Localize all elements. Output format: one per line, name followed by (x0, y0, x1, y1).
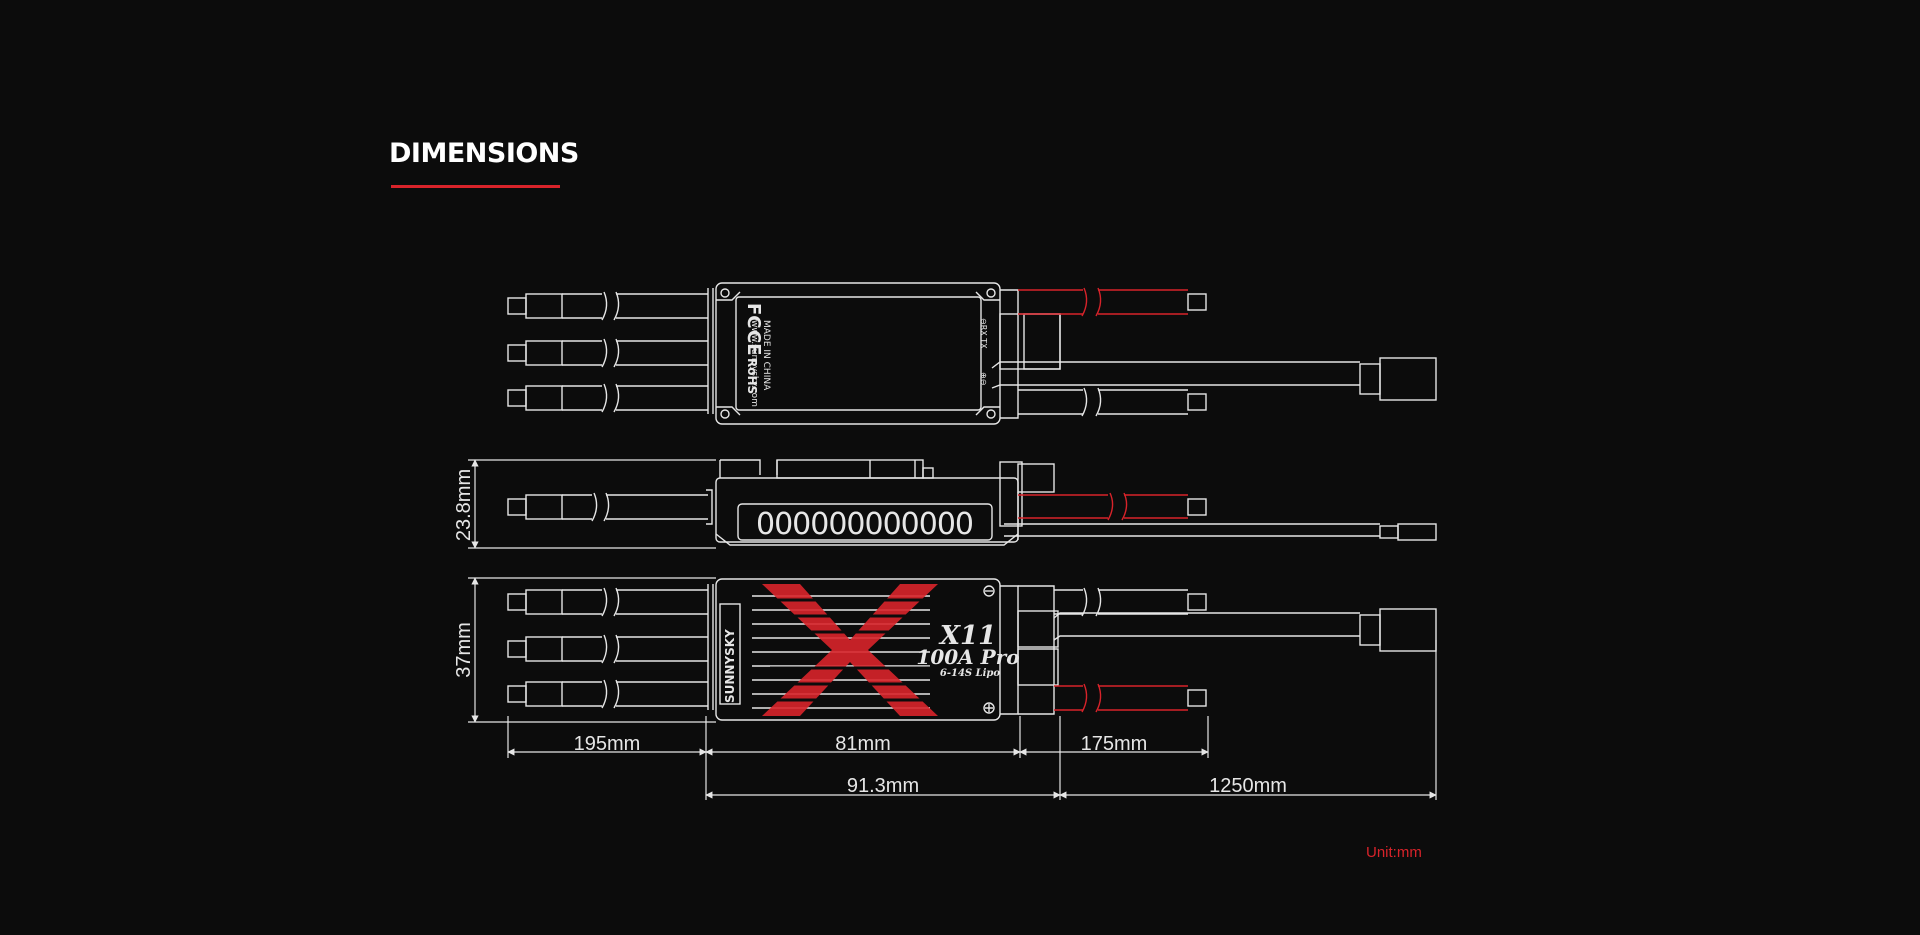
made-in-text: MADE IN CHINA (761, 320, 771, 391)
top-battery-wire-black (1018, 387, 1207, 417)
dim-body-length-label: 81mm (835, 733, 891, 755)
dimension-lines (468, 459, 1437, 800)
red-x-emblem (762, 584, 938, 716)
model-line-3: 6-14S Lipo (940, 668, 1001, 679)
website-text: www.sunnysky.com (749, 320, 759, 407)
top-motor-wires (507, 288, 714, 414)
brand-text: SUNNYSKY (723, 629, 737, 703)
svg-text:RoHS: RoHS (745, 358, 759, 394)
dim-battery-wire-label: 175mm (1081, 733, 1148, 755)
model-line-2: 100A Pro (916, 645, 1019, 669)
bottom-view: SUNNYSKY X11 100A Pro 6-14S Lipo (507, 578, 1437, 721)
dim-overall-length-label: 91.3mm (847, 775, 919, 797)
dim-signal-wire-label: 1250mm (1209, 775, 1287, 797)
model-line-1: X11 (938, 621, 996, 651)
dim-motor-wire-label: 195mm (574, 733, 641, 755)
bottom-body (715, 578, 1001, 721)
title-underline (391, 185, 560, 188)
top-body-inner (735, 296, 982, 411)
top-signal-wire (991, 357, 1437, 401)
side-view: 000000000000 (507, 459, 1437, 546)
polarity-label: ⊕⊖ (979, 372, 988, 385)
top-battery-wire-red (1018, 287, 1188, 317)
top-view: FC CE RoHS MADE IN CHINA www.sunnysky.co… (507, 282, 1437, 425)
page-title: DIMENSIONS (389, 138, 579, 169)
unit-label: Unit:mm (1366, 844, 1422, 861)
dim-width-label: 37mm (453, 622, 475, 678)
dim-height-label: 23.8mm (453, 469, 475, 541)
port-label: ⊖RX TX (979, 318, 988, 349)
vent-text: 000000000000 (756, 507, 974, 542)
cert-logos: FC (743, 303, 764, 329)
svg-text:CE: CE (743, 330, 764, 356)
